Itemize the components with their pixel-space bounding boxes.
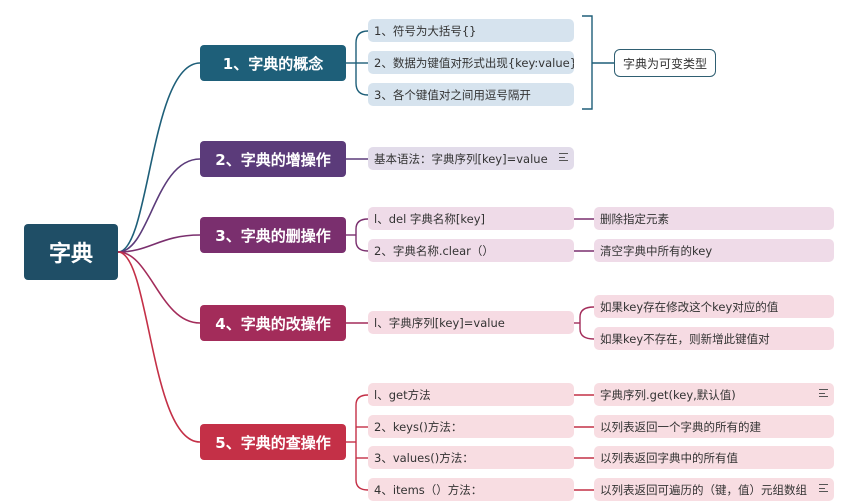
- notes-icon: [819, 484, 828, 492]
- query-item-get[interactable]: l、get方法: [368, 383, 574, 406]
- notes-icon: [819, 389, 828, 397]
- query-item-values[interactable]: 3、values()方法：: [368, 446, 574, 469]
- query-detail-get-label: 字典序列.get(key,默认值): [600, 387, 736, 402]
- modify-detail-new[interactable]: 如果key不存在，则新增此键值对: [594, 327, 834, 350]
- delete-item-del[interactable]: l、del 字典名称[key]: [368, 207, 574, 230]
- concept-item-braces[interactable]: 1、符号为大括号{}: [368, 19, 574, 42]
- notes-icon: [559, 153, 568, 161]
- root-node[interactable]: 字典: [24, 224, 118, 280]
- branch-modify[interactable]: 4、字典的改操作: [200, 305, 346, 341]
- query-item-items[interactable]: 4、items（）方法：: [368, 478, 574, 501]
- delete-detail-del[interactable]: 删除指定元素: [594, 207, 834, 230]
- add-item-syntax-label: 基本语法：字典序列[key]=value: [374, 151, 548, 166]
- modify-item-assign[interactable]: l、字典序列[key]=value: [368, 311, 574, 334]
- add-item-syntax[interactable]: 基本语法：字典序列[key]=value: [368, 147, 574, 170]
- query-detail-items-label: 以列表返回可遍历的（键，值）元组数组: [600, 482, 807, 497]
- query-detail-get[interactable]: 字典序列.get(key,默认值): [594, 383, 834, 406]
- branch-query[interactable]: 5、字典的查操作: [200, 424, 346, 460]
- concept-note-mutable[interactable]: 字典为可变类型: [614, 49, 716, 77]
- concept-item-key-value[interactable]: 2、数据为键值对形式出现{key:value}: [368, 51, 574, 74]
- branch-delete[interactable]: 3、字典的删操作: [200, 217, 346, 253]
- delete-detail-clear[interactable]: 清空字典中所有的key: [594, 239, 834, 262]
- query-item-keys[interactable]: 2、keys()方法：: [368, 415, 574, 438]
- delete-item-clear[interactable]: 2、字典名称.clear（）: [368, 239, 574, 262]
- branch-add[interactable]: 2、字典的增操作: [200, 141, 346, 177]
- concept-item-comma[interactable]: 3、各个键值对之间用逗号隔开: [368, 83, 574, 106]
- query-detail-keys[interactable]: 以列表返回一个字典的所有的建: [594, 415, 834, 438]
- query-detail-items[interactable]: 以列表返回可遍历的（键，值）元组数组: [594, 478, 834, 501]
- branch-concept[interactable]: 1、字典的概念: [200, 45, 346, 81]
- modify-detail-exists[interactable]: 如果key存在修改这个key对应的值: [594, 295, 834, 318]
- query-detail-values[interactable]: 以列表返回字典中的所有值: [594, 446, 834, 469]
